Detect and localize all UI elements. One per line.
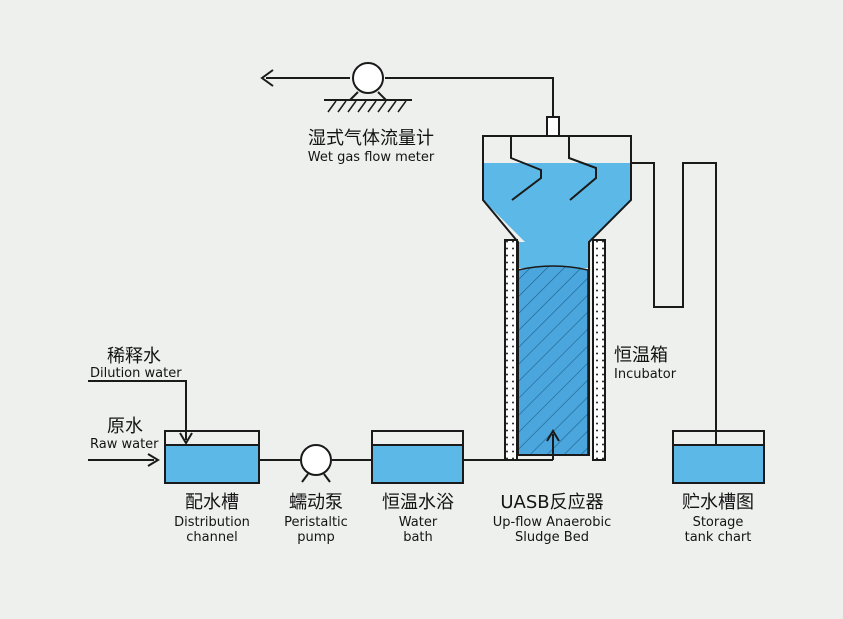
uasb-label-zh: UASB反应器 xyxy=(500,492,604,513)
pump-label-en-2: pump xyxy=(297,530,335,545)
dilution-water-line xyxy=(88,380,187,440)
dilution-label-en: Dilution water xyxy=(90,366,182,381)
pump-label-en-1: Peristaltic xyxy=(284,515,348,530)
wet-gas-flow-meter-icon xyxy=(324,62,412,113)
pump-label-zh: 蠕动泵 xyxy=(289,492,343,513)
dilution-label-zh: 稀释水 xyxy=(107,346,161,367)
gas-meter-label-zh: 湿式气体流量计 xyxy=(308,128,434,149)
storage-tank xyxy=(672,430,765,484)
gas-meter-label-en: Wet gas flow meter xyxy=(307,150,435,165)
distribution-label-en-1: Distribution xyxy=(174,515,250,530)
peristaltic-pump-icon xyxy=(300,444,332,483)
bath-label-en-1: Water xyxy=(398,515,438,530)
storage-label-zh: 贮水槽图 xyxy=(682,492,754,513)
bath-label-en-2: bath xyxy=(403,530,433,545)
water-bath xyxy=(371,430,464,484)
distribution-label-en-2: channel xyxy=(186,530,238,545)
incubator-wall-right xyxy=(592,239,606,461)
storage-label-en-1: Storage xyxy=(692,515,744,530)
storage-label-en-2: tank chart xyxy=(684,530,752,545)
raw-water-label-en: Raw water xyxy=(90,437,159,452)
distribution-channel xyxy=(164,430,260,484)
gas-outlet-pipe xyxy=(260,69,554,118)
distribution-label-zh: 配水槽 xyxy=(185,492,239,513)
incubator-wall-left xyxy=(504,239,518,461)
bath-label-zh: 恒温水浴 xyxy=(382,492,454,513)
effluent-pipe xyxy=(631,162,717,445)
uasb-reactor xyxy=(482,116,632,461)
uasb-label-en-1: Up-flow Anaerobic xyxy=(492,515,612,530)
incubator-label-zh: 恒温箱 xyxy=(614,345,668,366)
raw-water-label-zh: 原水 xyxy=(107,416,143,437)
uasb-label-en-2: Sludge Bed xyxy=(515,530,589,545)
incubator-label-en: Incubator xyxy=(614,367,677,382)
